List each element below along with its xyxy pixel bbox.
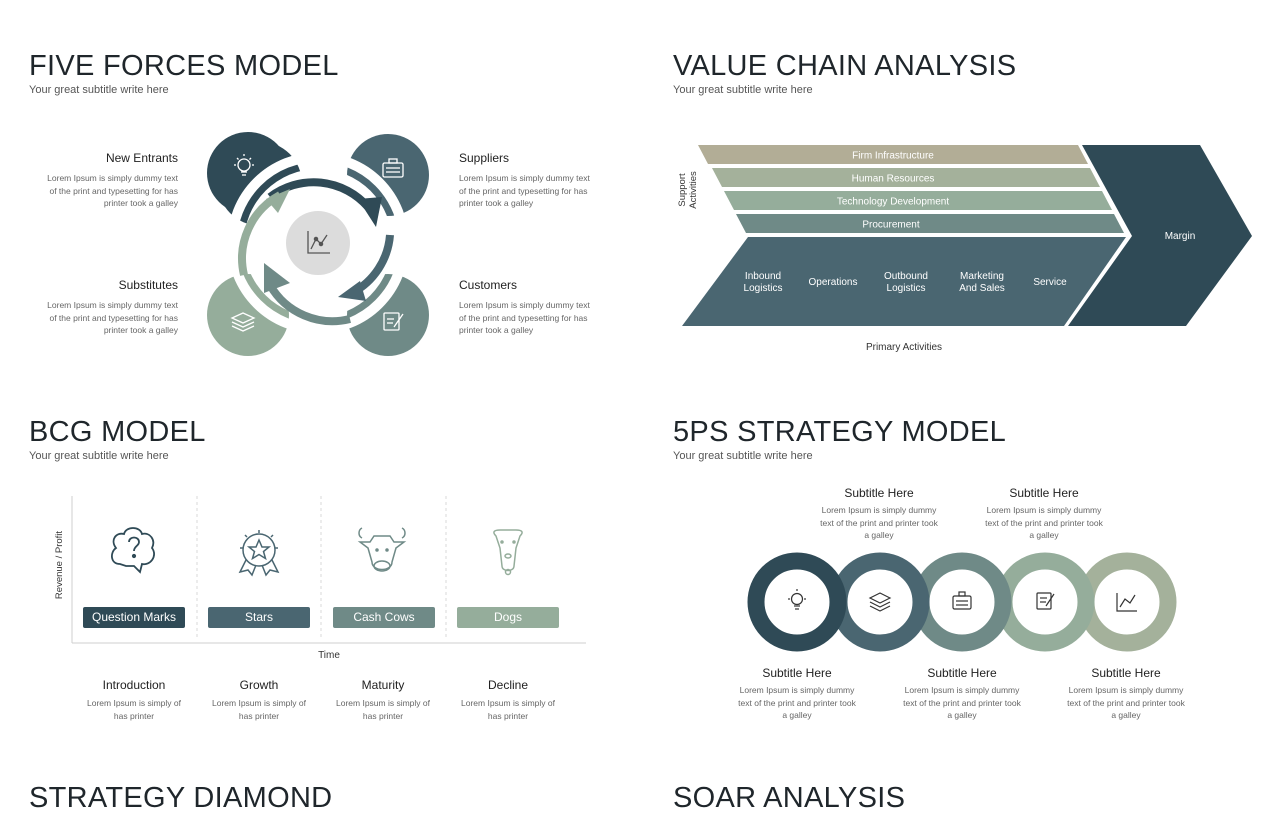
primary-activities-block	[682, 237, 1126, 326]
five-ps-desc-4: Lorem Ipsum is simply dummy text of the …	[985, 505, 1103, 540]
primary-5-line1: Service	[1033, 277, 1067, 288]
five-ps-subtitle: Your great subtitle write here	[673, 450, 813, 462]
five-ps-title: 5PS STRATEGY MODEL	[673, 416, 1007, 448]
briefcase-icon	[382, 158, 404, 178]
bcg-x-axis-label: Time	[318, 650, 340, 661]
force-desc-suppliers: Lorem Ipsum is simply dummy text of the …	[459, 173, 590, 208]
force-desc-new-entrants: Lorem Ipsum is simply dummy text of the …	[47, 173, 178, 208]
notepad-pen-icon	[1036, 592, 1055, 610]
layers-icon	[868, 592, 892, 612]
bcg-stars-button[interactable]: Stars	[208, 607, 310, 628]
support-firm-text: Firm Infrastructure	[852, 151, 934, 162]
five-forces-subtitle: Your great subtitle write here	[29, 84, 169, 96]
bcg-dogs-button[interactable]: Dogs	[457, 607, 559, 628]
ring-1	[747, 552, 847, 652]
primary-1-line1: Inbound	[745, 271, 781, 282]
bcg-desc-introduction: Lorem Ipsum is simply of has printer	[87, 698, 181, 721]
support-activities-label-2: Activities	[688, 171, 699, 209]
bcg-desc-growth: Lorem Ipsum is simply of has printer	[212, 698, 306, 721]
support-bar-procurement	[736, 214, 1124, 233]
support-hr-text: Human Resources	[852, 174, 935, 185]
five-ps-desc-2: Lorem Ipsum is simply dummy text of the …	[820, 505, 938, 540]
force-label-suppliers: Suppliers	[459, 151, 510, 165]
force-label-customers: Customers	[459, 278, 518, 292]
force-desc-substitutes: Lorem Ipsum is simply dummy text of the …	[47, 300, 178, 335]
five-ps-desc-1: Lorem Ipsum is simply dummy text of the …	[738, 685, 856, 720]
five-ps-subtitle-4: Subtitle Here	[1009, 486, 1079, 500]
arrow-top	[267, 178, 372, 210]
five-ps-subtitle-2: Subtitle Here	[844, 486, 914, 500]
primary-3-line2: Logistics	[887, 283, 926, 294]
margin-chevron	[1068, 145, 1252, 326]
bcg-desc-maturity: Lorem Ipsum is simply of has printer	[336, 698, 430, 721]
star-badge-icon	[238, 530, 280, 577]
support-procurement-text: Procurement	[862, 220, 919, 231]
primary-2-line1: Operations	[809, 277, 858, 288]
lightbulb-icon	[234, 154, 254, 176]
primary-4-line1: Marketing	[960, 271, 1004, 282]
cow-head-icon	[357, 527, 407, 572]
center-circle	[286, 211, 350, 275]
bcg-question-marks-button[interactable]: Question Marks	[83, 607, 185, 628]
bcg-cash-cows-button[interactable]: Cash Cows	[333, 607, 435, 628]
soar-title: SOAR ANALYSIS	[673, 782, 906, 814]
briefcase-icon	[952, 591, 972, 610]
force-desc-customers: Lorem Ipsum is simply dummy text of the …	[459, 300, 590, 335]
bcg-stage-introduction: Introduction	[102, 678, 166, 692]
five-ps-subtitle-3: Subtitle Here	[927, 666, 997, 680]
question-head-icon	[111, 527, 155, 574]
chart-icon	[1116, 593, 1137, 612]
support-activities-label-1: Support	[677, 173, 688, 207]
value-chain-title: VALUE CHAIN ANALYSIS	[673, 50, 1017, 82]
primary-3-line1: Outbound	[884, 271, 928, 282]
five-forces-diagram	[207, 132, 429, 356]
five-forces-title: FIVE FORCES MODEL	[29, 50, 339, 82]
primary-4-line2: And Sales	[959, 283, 1005, 294]
value-chain-subtitle: Your great subtitle write here	[673, 84, 813, 96]
lightbulb-icon	[788, 589, 806, 610]
bcg-chart-frame: Revenue / Profit Time	[54, 496, 586, 661]
bcg-subtitle: Your great subtitle write here	[29, 450, 169, 462]
layers-icon	[230, 312, 256, 332]
bcg-stage-maturity: Maturity	[361, 678, 405, 692]
bcg-stage-growth: Growth	[239, 678, 279, 692]
five-ps-desc-5: Lorem Ipsum is simply dummy text of the …	[1067, 685, 1185, 720]
dog-head-icon	[493, 529, 523, 576]
strategy-diamond-title: STRATEGY DIAMOND	[29, 782, 333, 814]
bcg-title: BCG MODEL	[29, 416, 206, 448]
five-ps-subtitle-5: Subtitle Here	[1091, 666, 1161, 680]
five-ps-desc-3: Lorem Ipsum is simply dummy text of the …	[903, 685, 1021, 720]
support-tech-text: Technology Development	[837, 197, 950, 208]
force-label-new-entrants: New Entrants	[105, 151, 178, 165]
primary-1-line2: Logistics	[744, 283, 783, 294]
five-ps-rings	[747, 552, 1177, 652]
chart-icon	[307, 231, 330, 254]
value-chain-diagram: Firm Infrastructure Human Resources Tech…	[677, 145, 1252, 353]
five-ps-subtitle-1: Subtitle Here	[762, 666, 832, 680]
primary-activities-label: Primary Activities	[866, 342, 942, 353]
notepad-pen-icon	[383, 312, 404, 331]
support-bar-hr	[712, 168, 1100, 187]
margin-text: Margin	[1165, 231, 1196, 242]
bcg-desc-decline: Lorem Ipsum is simply of has printer	[461, 698, 555, 721]
force-label-substitutes: Substitutes	[118, 278, 178, 292]
bcg-stage-decline: Decline	[487, 678, 529, 692]
support-bar-tech	[724, 191, 1112, 210]
bcg-y-axis-label: Revenue / Profit	[54, 531, 65, 599]
support-bar-firm	[698, 145, 1088, 164]
arrow-bottom	[266, 282, 351, 326]
